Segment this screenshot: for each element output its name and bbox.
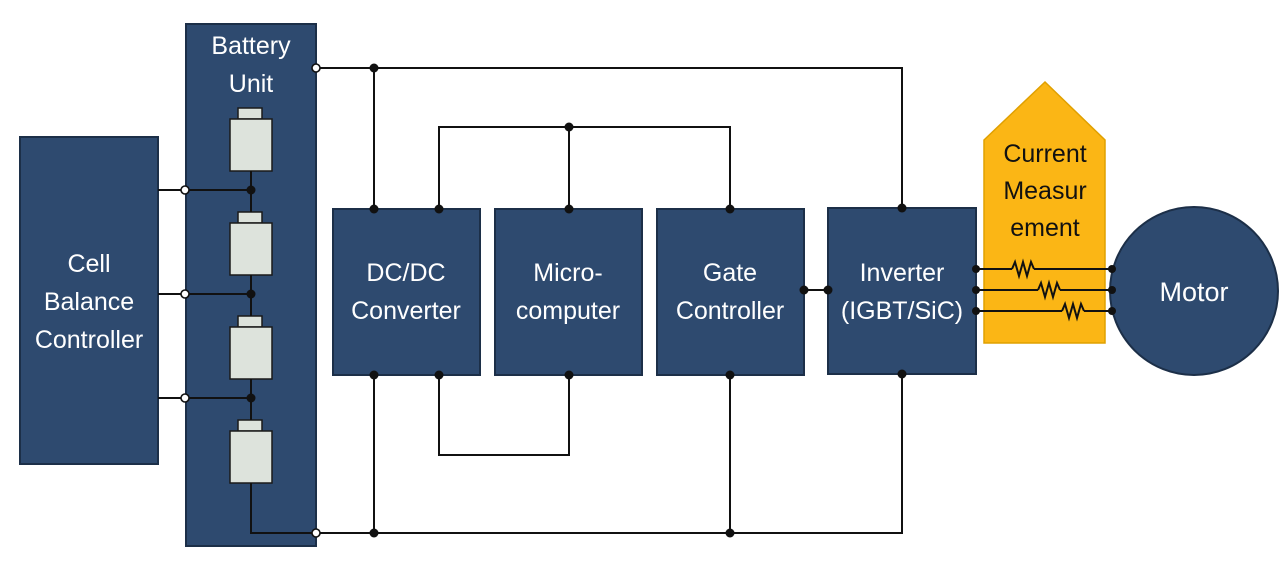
micro-label-line2: computer [516, 297, 620, 325]
current-label-line2: Measur [1003, 177, 1086, 205]
current-measurement-block [983, 80, 1106, 344]
cell-balance-label-line3: Controller [35, 326, 143, 354]
junction-dots [180, 63, 1116, 538]
cell-balance-label-line1: Cell [67, 250, 110, 278]
gate-label-line1: Gate [703, 259, 757, 287]
battery-label-line1: Battery [211, 32, 291, 60]
motor-label: Motor [1159, 277, 1228, 307]
inverter-label-line1: Inverter [860, 259, 945, 287]
current-label-line3: ement [1010, 214, 1080, 242]
cell-balance-controller-block [19, 136, 159, 465]
gate-controller-block [656, 208, 805, 376]
microcomputer-block [494, 208, 643, 376]
inverter-block [827, 207, 977, 375]
micro-label-line1: Micro- [533, 259, 602, 287]
battery-cells [229, 107, 273, 484]
inverter-label-line2: (IGBT/SiC) [841, 297, 963, 325]
gate-label-line2: Controller [676, 297, 784, 325]
dcdc-label-line1: DC/DC [366, 259, 445, 287]
battery-internal-wiring [158, 171, 316, 534]
dcdc-converter-block [332, 208, 481, 376]
dcdc-label-line2: Converter [351, 297, 461, 325]
power-bus-wiring [316, 67, 903, 534]
cell-balance-label-line2: Balance [44, 288, 134, 316]
phase-lines [976, 258, 1112, 322]
battery-label-line2: Unit [229, 70, 274, 98]
current-label-line1: Current [1003, 140, 1086, 168]
